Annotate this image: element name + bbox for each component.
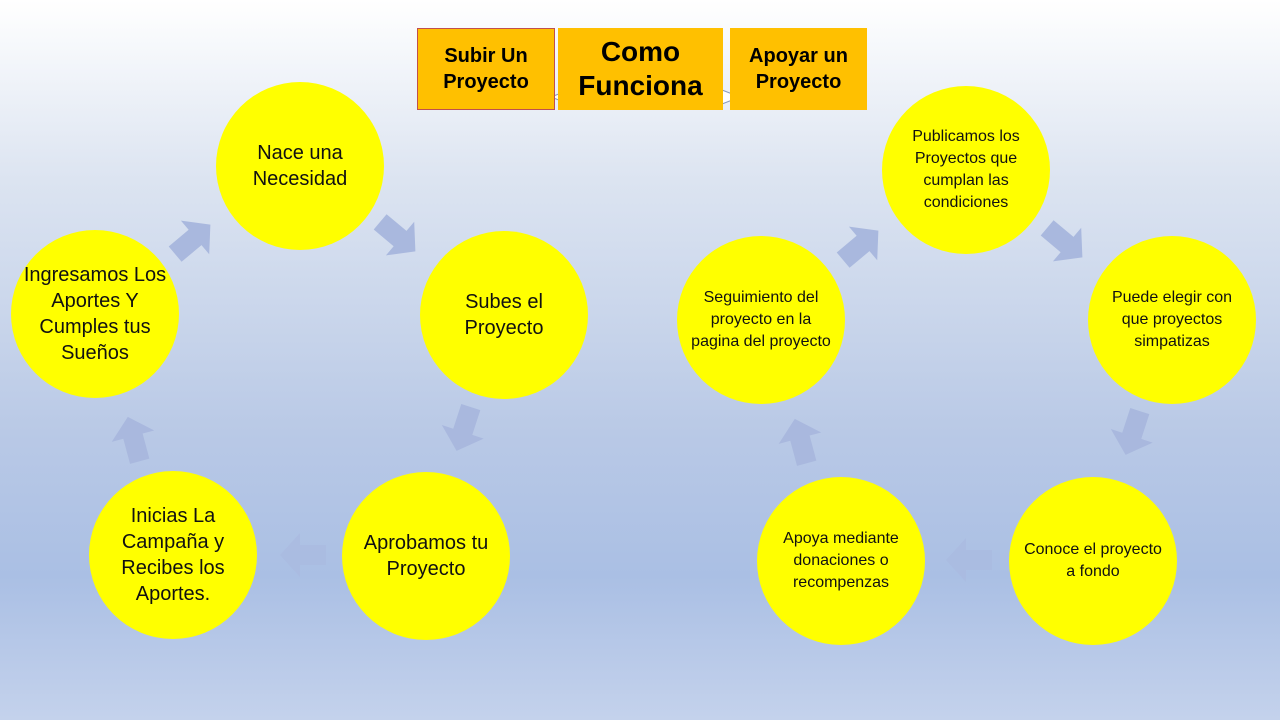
step-label: Nace una Necesidad [252, 142, 348, 190]
arrow-left-1 [161, 207, 225, 271]
step-label: Subes el Proyecto [464, 291, 544, 339]
step-label: Ingresamos Los Aportes Y Cumples tus Sue… [23, 264, 167, 364]
how-it-works-title: Como Funciona [578, 36, 703, 101]
step-seguimiento: Seguimiento del proyecto en la pagina de… [677, 236, 845, 404]
arrow-left-3 [435, 400, 492, 458]
support-project-box[interactable]: Apoyar un Proyecto [730, 28, 867, 110]
upload-project-box[interactable]: Subir Un Proyecto [417, 28, 555, 110]
step-label: Seguimiento del proyecto en la pagina de… [691, 289, 831, 350]
step-conoce-proyecto: Conoce el proyecto a fondo [1009, 477, 1177, 645]
arrow-right-4 [946, 538, 992, 582]
step-label: Publicamos los Proyectos que cumplan las… [912, 128, 1020, 211]
arrow-right-5 [773, 413, 828, 469]
arrow-right-2 [1033, 211, 1097, 275]
arrow-left-4 [280, 533, 326, 577]
step-apoya: Apoya mediante donaciones o recompenzas [757, 477, 925, 645]
step-label: Inicias La Campaña y Recibes los Aportes… [121, 505, 225, 605]
arrow-right-3 [1104, 404, 1161, 462]
arrow-right-1 [829, 213, 893, 277]
step-subes-proyecto: Subes el Proyecto [420, 231, 588, 399]
arrow-left-2 [366, 205, 430, 269]
step-label: Aprobamos tu Proyecto [363, 532, 489, 580]
step-aprobamos: Aprobamos tu Proyecto [342, 472, 510, 640]
arrow-left-5 [106, 411, 161, 467]
step-label: Apoya mediante donaciones o recompenzas [783, 530, 899, 591]
step-label: Conoce el proyecto a fondo [1024, 541, 1162, 580]
step-nace-necesidad: Nace una Necesidad [216, 82, 384, 250]
step-publicamos: Publicamos los Proyectos que cumplan las… [882, 86, 1050, 254]
upload-project-label: Subir Un Proyecto [443, 45, 529, 93]
step-ingresamos-aportes: Ingresamos Los Aportes Y Cumples tus Sue… [11, 230, 179, 398]
how-it-works-box: Como Funciona [558, 28, 723, 110]
step-inicias-campana: Inicias La Campaña y Recibes los Aportes… [89, 471, 257, 639]
step-puede-elegir: Puede elegir con que proyectos simpatiza… [1088, 236, 1256, 404]
support-project-label: Apoyar un Proyecto [749, 45, 848, 93]
step-label: Puede elegir con que proyectos simpatiza… [1111, 289, 1233, 350]
